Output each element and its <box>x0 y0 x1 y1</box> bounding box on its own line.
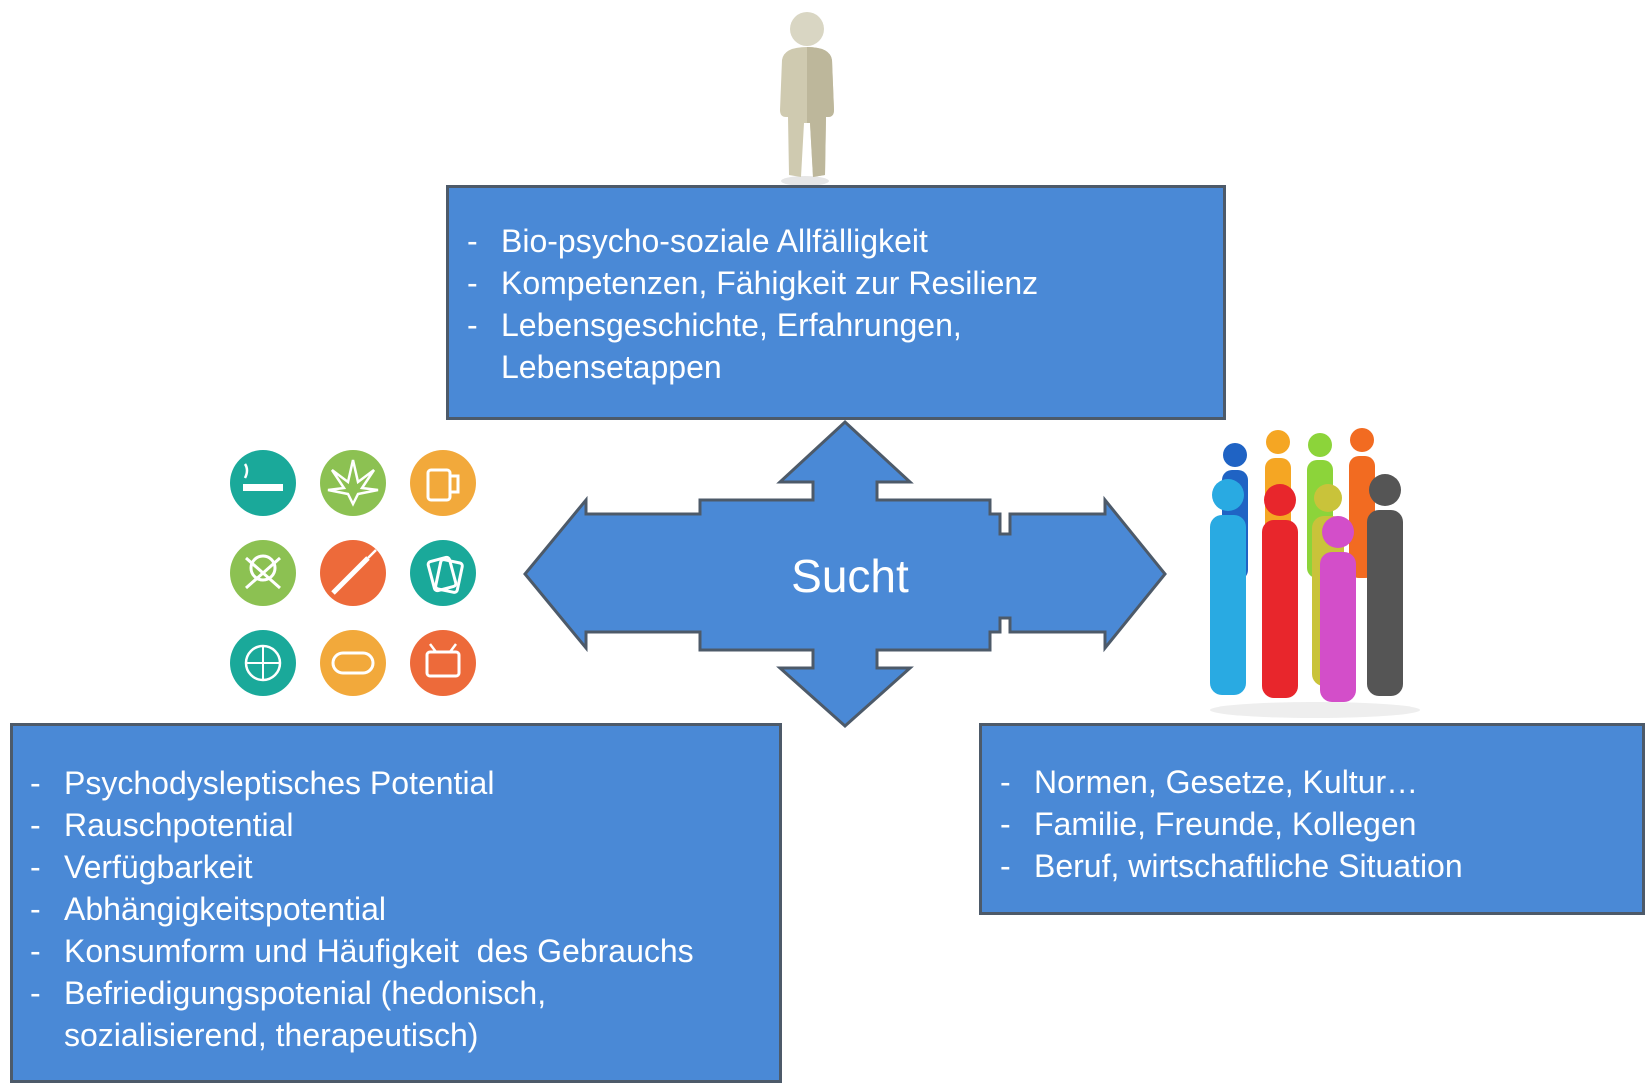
list-item: -Familie, Freunde, Kollegen <box>1000 806 1417 842</box>
list-item: -Normen, Gesetze, Kultur… <box>1000 764 1419 800</box>
list-item: -Abhängigkeitspotential <box>30 891 387 927</box>
substance-factors-box: -Psychodysleptisches Potential -Rauschpo… <box>10 723 782 1083</box>
individual-factors-box: -Bio-psycho-soziale Allfälligkeit -Kompe… <box>446 185 1226 420</box>
list-item: -Psychodysleptisches Potential <box>30 765 495 801</box>
syringe-icon <box>320 540 386 606</box>
person-magenta <box>1320 516 1356 702</box>
substance-icons-grid <box>230 450 476 696</box>
person-cyan <box>1210 479 1246 695</box>
list-item: -Bio-psycho-soziale Allfälligkeit <box>467 223 928 259</box>
list-item: -Lebensgeschichte, Erfahrungen, <box>467 307 962 343</box>
person-gray <box>1367 474 1403 696</box>
list-item-continuation: sozialisierend, therapeutisch) <box>64 1017 479 1053</box>
person-red <box>1262 484 1298 698</box>
list-item: -Konsumform und Häufigkeit des Gebrauchs <box>30 933 694 969</box>
center-label: Sucht <box>791 550 909 602</box>
social-factors-box: -Normen, Gesetze, Kultur… -Familie, Freu… <box>979 723 1645 915</box>
people-group-figure <box>1210 428 1420 718</box>
skull-crossbones-icon <box>230 540 296 606</box>
television-icon <box>410 630 476 696</box>
person-figure <box>780 12 834 186</box>
list-item: -Befriedigungspotenial (hedonisch, <box>30 975 547 1011</box>
list-item: -Beruf, wirtschaftliche Situation <box>1000 848 1463 884</box>
gamepad-icon <box>320 630 386 696</box>
list-item-continuation: Lebensetappen <box>501 349 722 385</box>
four-way-arrow <box>523 419 1167 729</box>
list-item: -Kompetenzen, Fähigkeit zur Resilienz <box>467 265 1039 301</box>
beer-mug-icon <box>410 450 476 516</box>
globe-www-icon <box>230 630 296 696</box>
cigarette-icon <box>230 450 296 516</box>
list-item: -Rauschpotential <box>30 807 294 843</box>
playing-cards-icon <box>410 540 476 606</box>
list-item: -Verfügbarkeit <box>30 849 253 885</box>
cannabis-leaf-icon <box>320 450 386 516</box>
